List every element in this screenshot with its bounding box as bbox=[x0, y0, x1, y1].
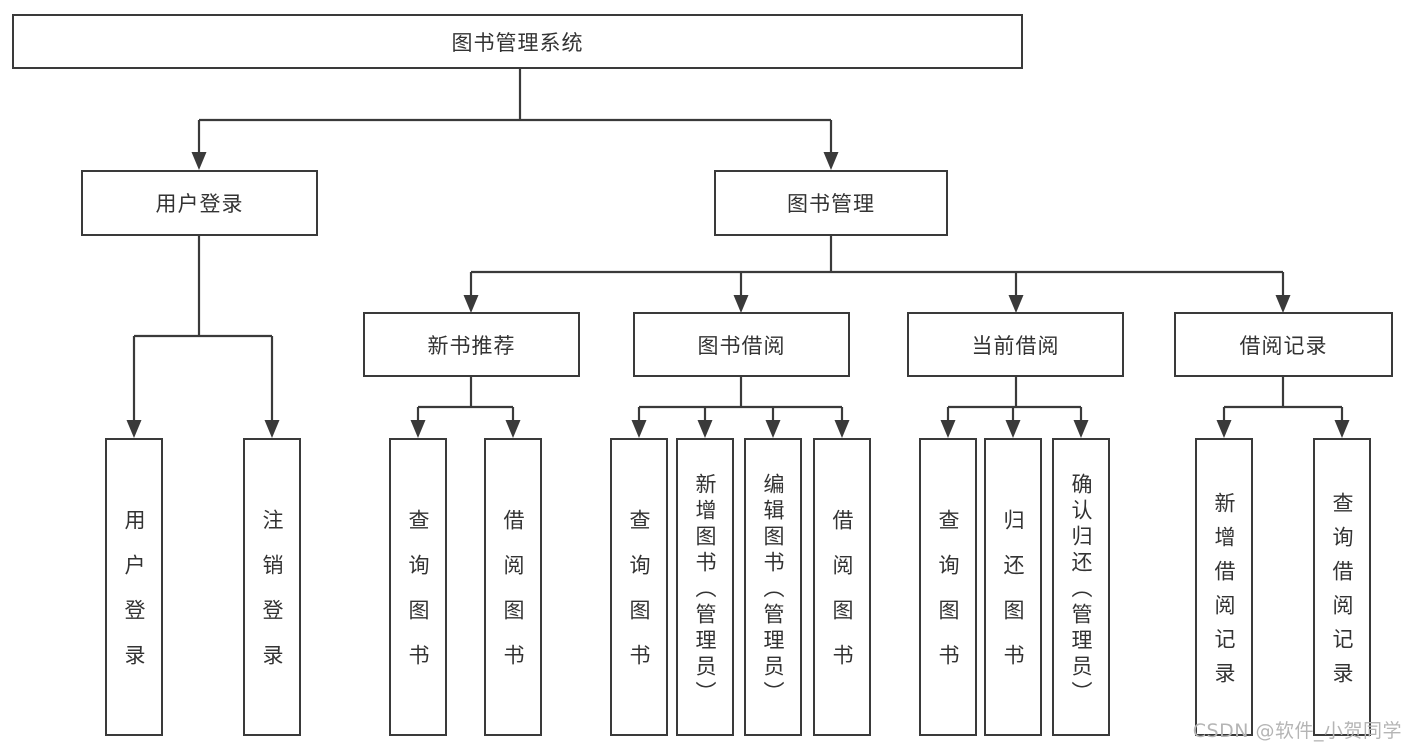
leaf-label: 确认归还（管理员） bbox=[1069, 472, 1093, 707]
leaf-label: 查询借阅记录 bbox=[1330, 491, 1354, 696]
leaf-logout: 注销登录 bbox=[243, 438, 301, 736]
arrowhead bbox=[1008, 295, 1024, 313]
leaf-label: 查询图书 bbox=[936, 509, 960, 689]
node-borrowing-records: 借阅记录 bbox=[1174, 312, 1393, 377]
leaf-label: 新增图书（管理员） bbox=[693, 472, 717, 707]
node-label: 当前借阅 bbox=[971, 333, 1060, 358]
connector-paths bbox=[132, 69, 1344, 422]
leaf-add-borrow-record: 新增借阅记录 bbox=[1195, 438, 1253, 736]
leaf-label: 借阅图书 bbox=[501, 509, 525, 689]
leaf-label: 用户登录 bbox=[122, 509, 146, 689]
node-label: 新书推荐 bbox=[427, 333, 516, 358]
leaf-query-books-current: 查询图书 bbox=[919, 438, 977, 736]
leaf-query-borrow-record: 查询借阅记录 bbox=[1313, 438, 1371, 736]
node-label: 用户登录 bbox=[155, 192, 244, 216]
arrowhead bbox=[1275, 295, 1291, 313]
arrowhead bbox=[264, 420, 280, 438]
node-book-borrowing: 图书借阅 bbox=[633, 312, 850, 377]
arrowhead bbox=[505, 420, 521, 438]
leaf-borrow-books-recommend: 借阅图书 bbox=[484, 438, 542, 736]
node-book-management: 图书管理 bbox=[714, 170, 948, 236]
arrowheads bbox=[126, 152, 1350, 438]
arrowhead bbox=[631, 420, 647, 438]
leaf-add-books-admin: 新增图书（管理员） bbox=[676, 438, 734, 736]
leaf-borrow-books: 借阅图书 bbox=[813, 438, 871, 736]
leaf-return-books: 归还图书 bbox=[984, 438, 1042, 736]
node-label: 图书管理系统 bbox=[451, 30, 584, 55]
node-label: 图书管理 bbox=[787, 192, 875, 216]
leaf-label: 新增借阅记录 bbox=[1212, 491, 1236, 696]
node-user-login: 用户登录 bbox=[81, 170, 318, 236]
leaf-confirm-return-admin: 确认归还（管理员） bbox=[1052, 438, 1110, 736]
arrowhead bbox=[1005, 420, 1021, 438]
leaf-label: 编辑图书（管理员） bbox=[761, 472, 785, 707]
arrowhead bbox=[463, 295, 479, 313]
leaf-label: 查询图书 bbox=[406, 509, 430, 689]
node-new-book-recommendation: 新书推荐 bbox=[363, 312, 580, 377]
arrowhead bbox=[697, 420, 713, 438]
arrowhead bbox=[1334, 420, 1350, 438]
arrowhead bbox=[410, 420, 426, 438]
leaf-query-books-recommend: 查询图书 bbox=[389, 438, 447, 736]
arrowhead bbox=[733, 295, 749, 313]
arrowhead bbox=[940, 420, 956, 438]
arrowhead bbox=[765, 420, 781, 438]
node-library-management-system: 图书管理系统 bbox=[12, 14, 1023, 69]
leaf-label: 查询图书 bbox=[627, 509, 651, 689]
node-label: 图书借阅 bbox=[697, 333, 786, 358]
arrowhead bbox=[823, 152, 839, 170]
arrowhead bbox=[1073, 420, 1089, 438]
node-current-borrowing: 当前借阅 bbox=[907, 312, 1124, 377]
arrowhead bbox=[191, 152, 207, 170]
leaf-user-login: 用户登录 bbox=[105, 438, 163, 736]
arrowhead bbox=[1216, 420, 1232, 438]
node-label: 借阅记录 bbox=[1239, 333, 1328, 358]
leaf-label: 归还图书 bbox=[1001, 509, 1025, 689]
watermark: CSDN @软件_小贺同学 bbox=[1192, 720, 1402, 742]
leaf-query-books-borrowing: 查询图书 bbox=[610, 438, 668, 736]
leaf-edit-books-admin: 编辑图书（管理员） bbox=[744, 438, 802, 736]
leaf-label: 借阅图书 bbox=[830, 509, 854, 689]
arrowhead bbox=[126, 420, 142, 438]
leaf-label: 注销登录 bbox=[260, 509, 284, 689]
arrowhead bbox=[834, 420, 850, 438]
